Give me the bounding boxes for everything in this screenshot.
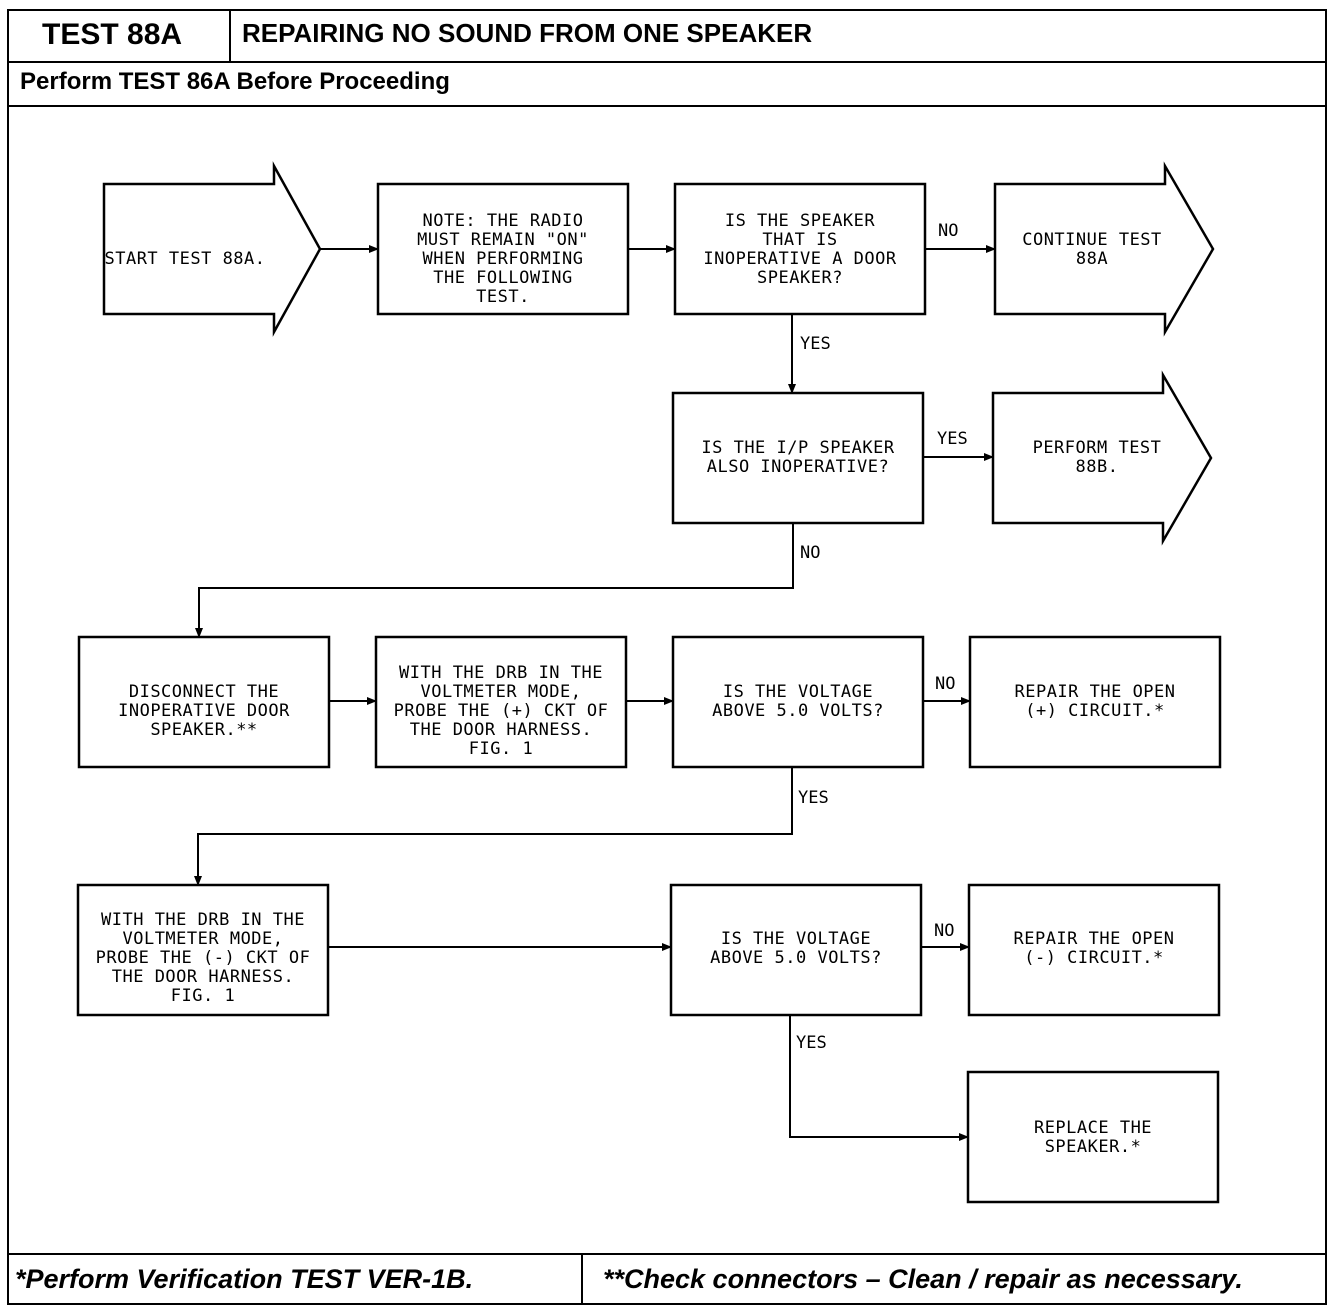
flow-edge-label: NO — [938, 221, 958, 241]
flow-node-shape — [374, 635, 628, 769]
flow-node-line: PERFORM TEST — [1033, 438, 1162, 458]
flow-node-line: IS THE I/P SPEAKER — [701, 438, 894, 458]
flow-node-line: THE FOLLOWING — [433, 268, 573, 288]
flow-node-line: THAT IS — [762, 230, 837, 250]
flow-node-shape — [967, 883, 1221, 1017]
flow-edge-q_volt1-to-probe_neg — [194, 767, 793, 886]
flow-edge-label: YES — [796, 1033, 827, 1053]
flow-node-line: FIG. 1 — [171, 986, 235, 1006]
flow-node-repair_neg: REPAIR THE OPEN(-) CIRCUIT.* — [967, 883, 1221, 1017]
flow-node-line: REPLACE THE — [1034, 1118, 1152, 1138]
flow-edge-label: YES — [800, 334, 831, 354]
page-title: REPAIRING NO SOUND FROM ONE SPEAKER — [242, 18, 813, 48]
flow-node-line: ALSO INOPERATIVE? — [707, 457, 890, 477]
flow-edge-label: YES — [798, 788, 829, 808]
footer-connectors-note: **Check connectors – Clean / repair as n… — [603, 1264, 1243, 1294]
flow-edge-label: YES — [937, 429, 968, 449]
flow-node-line: INOPERATIVE DOOR — [118, 701, 290, 721]
flow-edge-label: NO — [800, 543, 820, 563]
flow-node-line: DISCONNECT THE — [129, 682, 279, 702]
flow-node-line: SPEAKER? — [757, 268, 843, 288]
flow-node-line: START TEST 88A. — [104, 249, 265, 269]
flow-node-shape — [77, 635, 331, 769]
flow-node-shape — [671, 635, 925, 769]
flow-node-line: NOTE: THE RADIO — [422, 211, 583, 231]
flow-node-shape — [376, 182, 630, 316]
flow-node-line: REPAIR THE OPEN — [1013, 929, 1174, 949]
flow-node-line: IS THE VOLTAGE — [721, 929, 871, 949]
flow-node-shape — [991, 370, 1213, 546]
prerequisite-note: Perform TEST 86A Before Proceeding — [20, 68, 450, 95]
flow-node-line: PROBE THE (-) CKT OF — [96, 948, 311, 968]
flow-node-repair_pos: REPAIR THE OPEN(+) CIRCUIT.* — [968, 635, 1222, 769]
flow-node-line: 88B. — [1076, 457, 1119, 477]
flow-node-line: FIG. 1 — [469, 739, 533, 759]
flow-node-shape — [76, 883, 330, 1017]
flow-node-line: TEST. — [476, 287, 530, 307]
flow-node-line: SPEAKER.** — [150, 720, 257, 740]
flow-node-shape — [966, 1070, 1220, 1204]
flow-node-line: REPAIR THE OPEN — [1014, 682, 1175, 702]
flow-node-line: WHEN PERFORMING — [422, 249, 583, 269]
flow-node-line: THE DOOR HARNESS. — [410, 720, 593, 740]
flow-node-line: WITH THE DRB IN THE — [399, 663, 603, 683]
footer-verification-note: *Perform Verification TEST VER-1B. — [15, 1264, 474, 1294]
test-id: TEST 88A — [42, 18, 183, 51]
flow-node-shape — [673, 182, 927, 316]
flow-node-line: VOLTMETER MODE, — [122, 929, 283, 949]
flow-node-line: SPEAKER.* — [1045, 1137, 1142, 1157]
flow-node-line: VOLTMETER MODE, — [420, 682, 581, 702]
flow-node-line: 88A — [1076, 249, 1108, 269]
flow-node-line: PROBE THE (+) CKT OF — [394, 701, 609, 721]
prerequisite-cell — [7, 61, 1327, 107]
flow-node-line: (+) CIRCUIT.* — [1025, 701, 1165, 721]
flow-node-shape — [102, 161, 322, 337]
flow-node-shape — [993, 161, 1215, 337]
flow-edge-q_volt2-to-replace — [789, 1015, 969, 1141]
flow-node-line: MUST REMAIN "ON" — [417, 230, 589, 250]
flow-node-shape — [669, 883, 923, 1017]
flow-node-line: IS THE VOLTAGE — [723, 682, 873, 702]
flow-node-line: INOPERATIVE A DOOR — [703, 249, 896, 269]
flow-node-line: WITH THE DRB IN THE — [101, 910, 305, 930]
flow-node-shape — [671, 391, 925, 525]
flow-node-line: ABOVE 5.0 VOLTS? — [710, 948, 882, 968]
flow-edge-q_ip-to-disconnect — [195, 523, 794, 638]
footer-right-cell — [581, 1253, 1327, 1305]
flow-edge-label: NO — [934, 921, 954, 941]
flow-node-line: CONTINUE TEST — [1022, 230, 1162, 250]
flow-node-line: IS THE SPEAKER — [725, 211, 876, 231]
flow-edge-label: NO — [935, 674, 955, 694]
flow-node-line: (-) CIRCUIT.* — [1024, 948, 1164, 968]
flow-node-line: THE DOOR HARNESS. — [112, 967, 295, 987]
flow-node-start: START TEST 88A. — [102, 161, 322, 337]
flow-node-line: ABOVE 5.0 VOLTS? — [712, 701, 884, 721]
flow-node-shape — [968, 635, 1222, 769]
